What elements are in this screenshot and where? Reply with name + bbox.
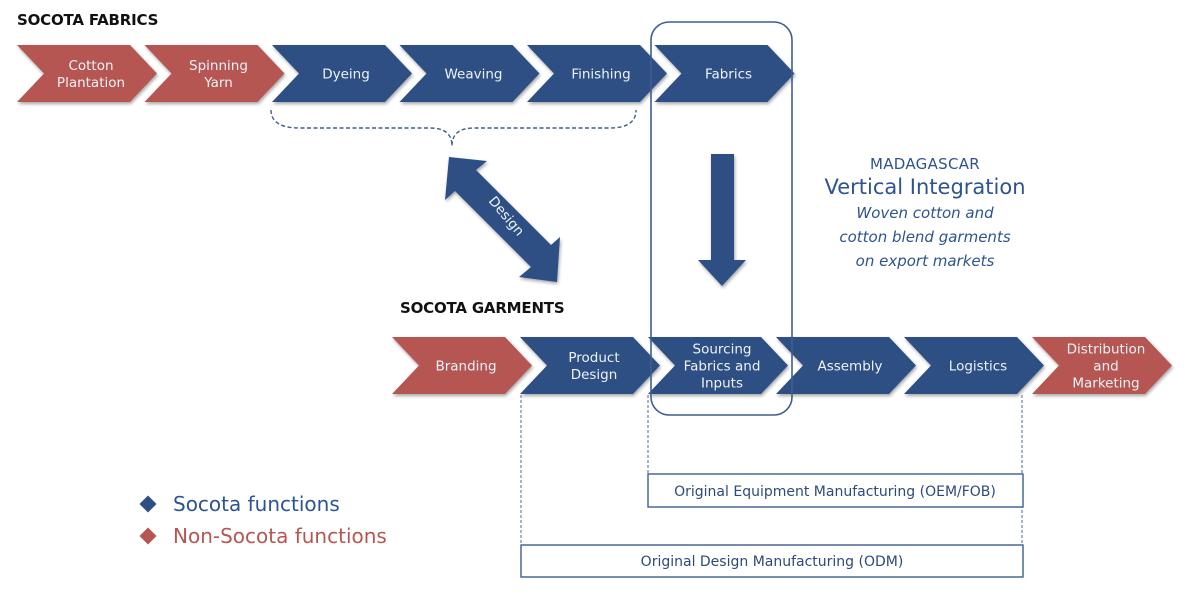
- chevron-label: Yarn: [203, 75, 233, 91]
- vertical-integration-info: MADAGASCAR Vertical Integration Woven co…: [815, 155, 1035, 273]
- garments-step: Logistics: [904, 337, 1044, 394]
- garments-step: Assembly: [776, 337, 916, 394]
- chevron-label: Logistics: [949, 359, 1007, 375]
- chevron-label: Marketing: [1072, 376, 1139, 392]
- chevron-shape: [1032, 337, 1172, 394]
- chevron-label: Sourcing: [693, 342, 752, 358]
- chevron-shape: [399, 45, 540, 102]
- fabrics-step: Finishing: [527, 45, 667, 102]
- socota-fabrics-heading: SOCOTA FABRICS: [17, 11, 159, 29]
- chevron-shape: [776, 337, 916, 394]
- chevron-label: Cotton: [68, 58, 113, 74]
- socota-garments-heading: SOCOTA GARMENTS: [400, 299, 565, 317]
- odm-scope-label: Original Design Manufacturing (ODM): [641, 554, 904, 570]
- chevron-shape: [392, 337, 532, 394]
- chevron-shape: [144, 45, 285, 102]
- chevron-label: Finishing: [571, 67, 630, 83]
- chevron-label: Assembly: [817, 359, 882, 375]
- oem-scope-label: Original Equipment Manufacturing (OEM/FO…: [674, 484, 996, 500]
- chevron-shape: [520, 337, 660, 394]
- subtitle-line: on export markets: [855, 252, 995, 270]
- legend-label: Non-Socota functions: [173, 524, 387, 548]
- chevron-label: Plantation: [57, 75, 125, 91]
- legend: Socota functions Non-Socota functions: [138, 488, 387, 552]
- design-double-arrow: [445, 157, 560, 282]
- chevron-label: Design: [571, 367, 618, 383]
- chevron-label: and: [1093, 359, 1118, 375]
- oem-scope-box: [647, 473, 1024, 508]
- legend-item-socota: Socota functions: [138, 488, 387, 520]
- chevron-shape: [272, 45, 412, 102]
- chevron-shape: [527, 45, 667, 102]
- chevron-label: Distribution: [1067, 342, 1146, 358]
- fabrics-step: Dyeing: [272, 45, 412, 102]
- chevron-shape: [654, 45, 795, 102]
- fabrics-step: Fabrics: [654, 45, 795, 102]
- subtitle-line: cotton blend garments: [839, 228, 1011, 246]
- diamond-icon: [139, 495, 157, 513]
- chevron-shape: [17, 45, 157, 102]
- subtitle-line: Woven cotton and: [856, 204, 994, 222]
- chevron-shape: [648, 337, 788, 394]
- processing-brace: [270, 109, 637, 147]
- odm-scope-box: [520, 544, 1024, 578]
- chevron-label: Spinning: [189, 58, 248, 74]
- chevron-label: Inputs: [701, 376, 743, 392]
- fabrics-step: Weaving: [399, 45, 540, 102]
- country-label: MADAGASCAR: [869, 155, 981, 173]
- chevron-label: Fabrics and: [684, 359, 761, 375]
- chevron-label: Dyeing: [322, 67, 370, 83]
- diamond-icon: [139, 527, 157, 545]
- vertical-integration-outline: [650, 21, 793, 416]
- integration-subtitle: Woven cotton and cotton blend garments o…: [815, 201, 1035, 273]
- chevron-label: Weaving: [444, 67, 502, 83]
- chevron-shape: [904, 337, 1044, 394]
- legend-item-non-socota: Non-Socota functions: [138, 520, 387, 552]
- garments-step: Branding: [392, 337, 532, 394]
- legend-label: Socota functions: [173, 492, 340, 516]
- chevron-label: Fabrics: [705, 67, 752, 83]
- down-arrow: [698, 154, 746, 286]
- chevron-label: Branding: [435, 359, 496, 375]
- integration-title: Vertical Integration: [824, 175, 1026, 199]
- chevron-label: Product: [568, 350, 619, 366]
